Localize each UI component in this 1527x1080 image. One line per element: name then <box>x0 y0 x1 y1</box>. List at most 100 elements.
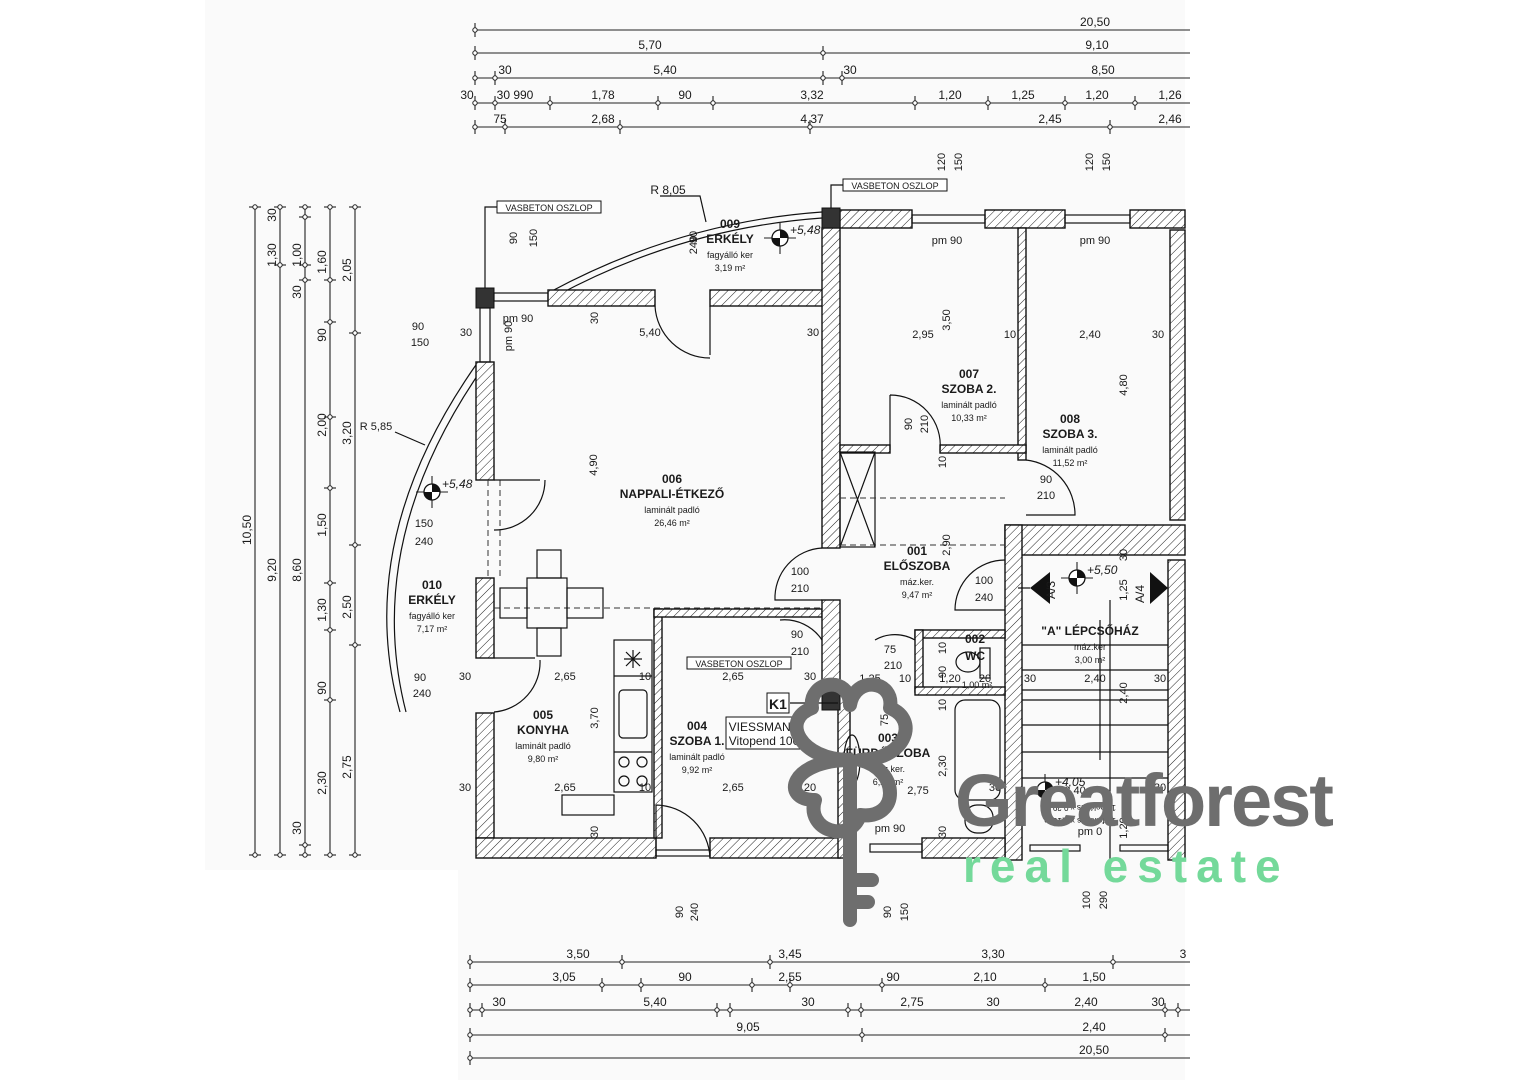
room-area: 9,92 m² <box>682 765 713 775</box>
dimension-label: 1,78 <box>591 88 615 102</box>
plan-annotation: 30 <box>589 312 601 324</box>
plan-annotation: 2,75 <box>907 785 928 797</box>
plan-annotation: 30 <box>1154 782 1166 794</box>
plan-annotation: 75 <box>879 714 891 726</box>
plan-annotation: 90 <box>508 232 520 244</box>
section-markers <box>1018 572 1168 604</box>
plan-annotation: pm 90 <box>1080 235 1111 247</box>
room-area: 10,33 m² <box>951 413 987 423</box>
dimension-label: 9,20 <box>265 558 279 582</box>
radius-label: R 8,05 <box>650 183 686 197</box>
plan-annotation: 30 <box>804 671 816 683</box>
room-number: 006 <box>662 472 682 486</box>
plan-annotation: 2,40 <box>1118 682 1130 703</box>
room-number: 005 <box>533 708 553 722</box>
plan-annotation: 30 <box>589 826 601 838</box>
plan-annotation: 240 <box>689 903 701 921</box>
callout-boxes <box>484 178 948 750</box>
scan-paper-bottom <box>458 870 1185 1080</box>
room-name: NAPPALI-ÉTKEZŐ <box>620 486 724 501</box>
column-callout: VASBETON OSZLOP <box>851 181 938 191</box>
room-name: ERKÉLY <box>706 231 754 246</box>
room-floor: laminált padló <box>644 505 700 515</box>
plan-annotation: 240 <box>688 236 700 254</box>
plan-annotation: 10 <box>937 699 949 711</box>
plan-annotation: 10 <box>1004 329 1016 341</box>
walls <box>475 207 1186 861</box>
dimension-label: 1,60 <box>315 250 329 274</box>
room-name: ELŐSZOBA <box>884 558 951 573</box>
room-area: 1,00 m² <box>962 680 993 690</box>
dimension-label: 1,20 <box>1085 88 1109 102</box>
dimension-label: 30 <box>460 88 474 102</box>
dimension-label: 1,30 <box>265 243 279 267</box>
plan-annotation: pm 90 <box>932 235 963 247</box>
plan-annotation: 90 <box>414 672 426 684</box>
dimension-label: 30 <box>492 995 506 1009</box>
column-callout: VASBETON OSZLOP <box>505 203 592 213</box>
room-name: SZOBA 1. <box>670 734 725 748</box>
plan-annotation: 2,40 <box>1079 329 1100 341</box>
plan-annotation: 90 <box>688 231 700 243</box>
dimension-label: 1,25 <box>1011 88 1035 102</box>
dimension-label: 3,20 <box>340 421 354 445</box>
room-floor: máz.ker. <box>900 577 934 587</box>
plan-annotation: 150 <box>899 903 911 921</box>
plan-annotation: pm 90 <box>503 313 534 325</box>
dimension-label: 2,50 <box>340 595 354 619</box>
plan-annotation: 3,70 <box>589 707 601 728</box>
plan-annotation: 90 <box>1040 474 1052 486</box>
dimension-label: 2,45 <box>1038 112 1062 126</box>
plan-annotation: 150 <box>953 153 965 171</box>
plan-annotation: 4,90 <box>588 454 600 475</box>
room-floor: máz.ker. <box>871 764 905 774</box>
room-name: SZOBA 3. <box>1043 427 1098 441</box>
dimension-label: 1,30 <box>315 598 329 622</box>
tree-key-icon <box>788 677 913 927</box>
plan-annotation: 10 <box>937 642 949 654</box>
dimension-label: 30 <box>1151 995 1165 1009</box>
plan-annotation: 120 <box>1084 153 1096 171</box>
plan-annotation: 90 <box>937 666 949 678</box>
room-number: 009 <box>720 217 740 231</box>
plan-annotation: 2,30 <box>937 755 949 776</box>
dimension-lines <box>249 23 1190 1065</box>
dimension-label: 20,50 <box>1079 1043 1109 1057</box>
plan-annotation: 150 <box>1101 153 1113 171</box>
dimension-label: 90 <box>315 681 329 695</box>
room-floor: laminált padló <box>669 752 725 762</box>
plan-annotation: 2,40 <box>1064 785 1085 797</box>
plan-annotation: 150 <box>415 518 433 530</box>
dimension-label: 2,30 <box>315 771 329 795</box>
stairs-note: 18 fellépés x 0,16 m <box>1044 816 1116 825</box>
plan-annotation: 100 <box>1081 891 1093 909</box>
boiler-tag: K1 <box>769 696 787 712</box>
plan-annotation: 30 <box>807 327 819 339</box>
plan-annotation: 90 <box>412 321 424 333</box>
level-label: +5,48 <box>790 223 821 237</box>
dimension-label: 8,60 <box>290 558 304 582</box>
plan-annotation: 90 <box>791 629 803 641</box>
dimension-label: 9,10 <box>1085 38 1109 52</box>
dimension-label: 2,40 <box>1082 1020 1106 1034</box>
dimension-label: 30 <box>290 285 304 299</box>
dimension-label: 1,50 <box>315 513 329 537</box>
level-label: +5,50 <box>1087 563 1118 577</box>
plan-annotation: 90 <box>674 906 686 918</box>
room-number: 002 <box>965 632 985 646</box>
plan-annotation: 30 <box>1152 329 1164 341</box>
dimension-label: 30 990 <box>497 88 534 102</box>
dimension-label: 5,40 <box>653 63 677 77</box>
plan-annotation: 240 <box>975 592 993 604</box>
room-name: "A" LÉPCSŐHÁZ <box>1041 623 1138 638</box>
dimension-label: 3 <box>1180 947 1187 961</box>
dimension-label: 10,50 <box>240 515 254 545</box>
radius-label: R 5,85 <box>360 421 392 433</box>
dimension-label: 3,05 <box>552 970 576 984</box>
dimension-label: 2,46 <box>1158 112 1182 126</box>
dimension-label: 1,00 <box>290 243 304 267</box>
column-callout: VASBETON OSZLOP <box>695 659 782 669</box>
room-number: 001 <box>907 544 927 558</box>
plan-annotation: 30 <box>937 826 949 838</box>
